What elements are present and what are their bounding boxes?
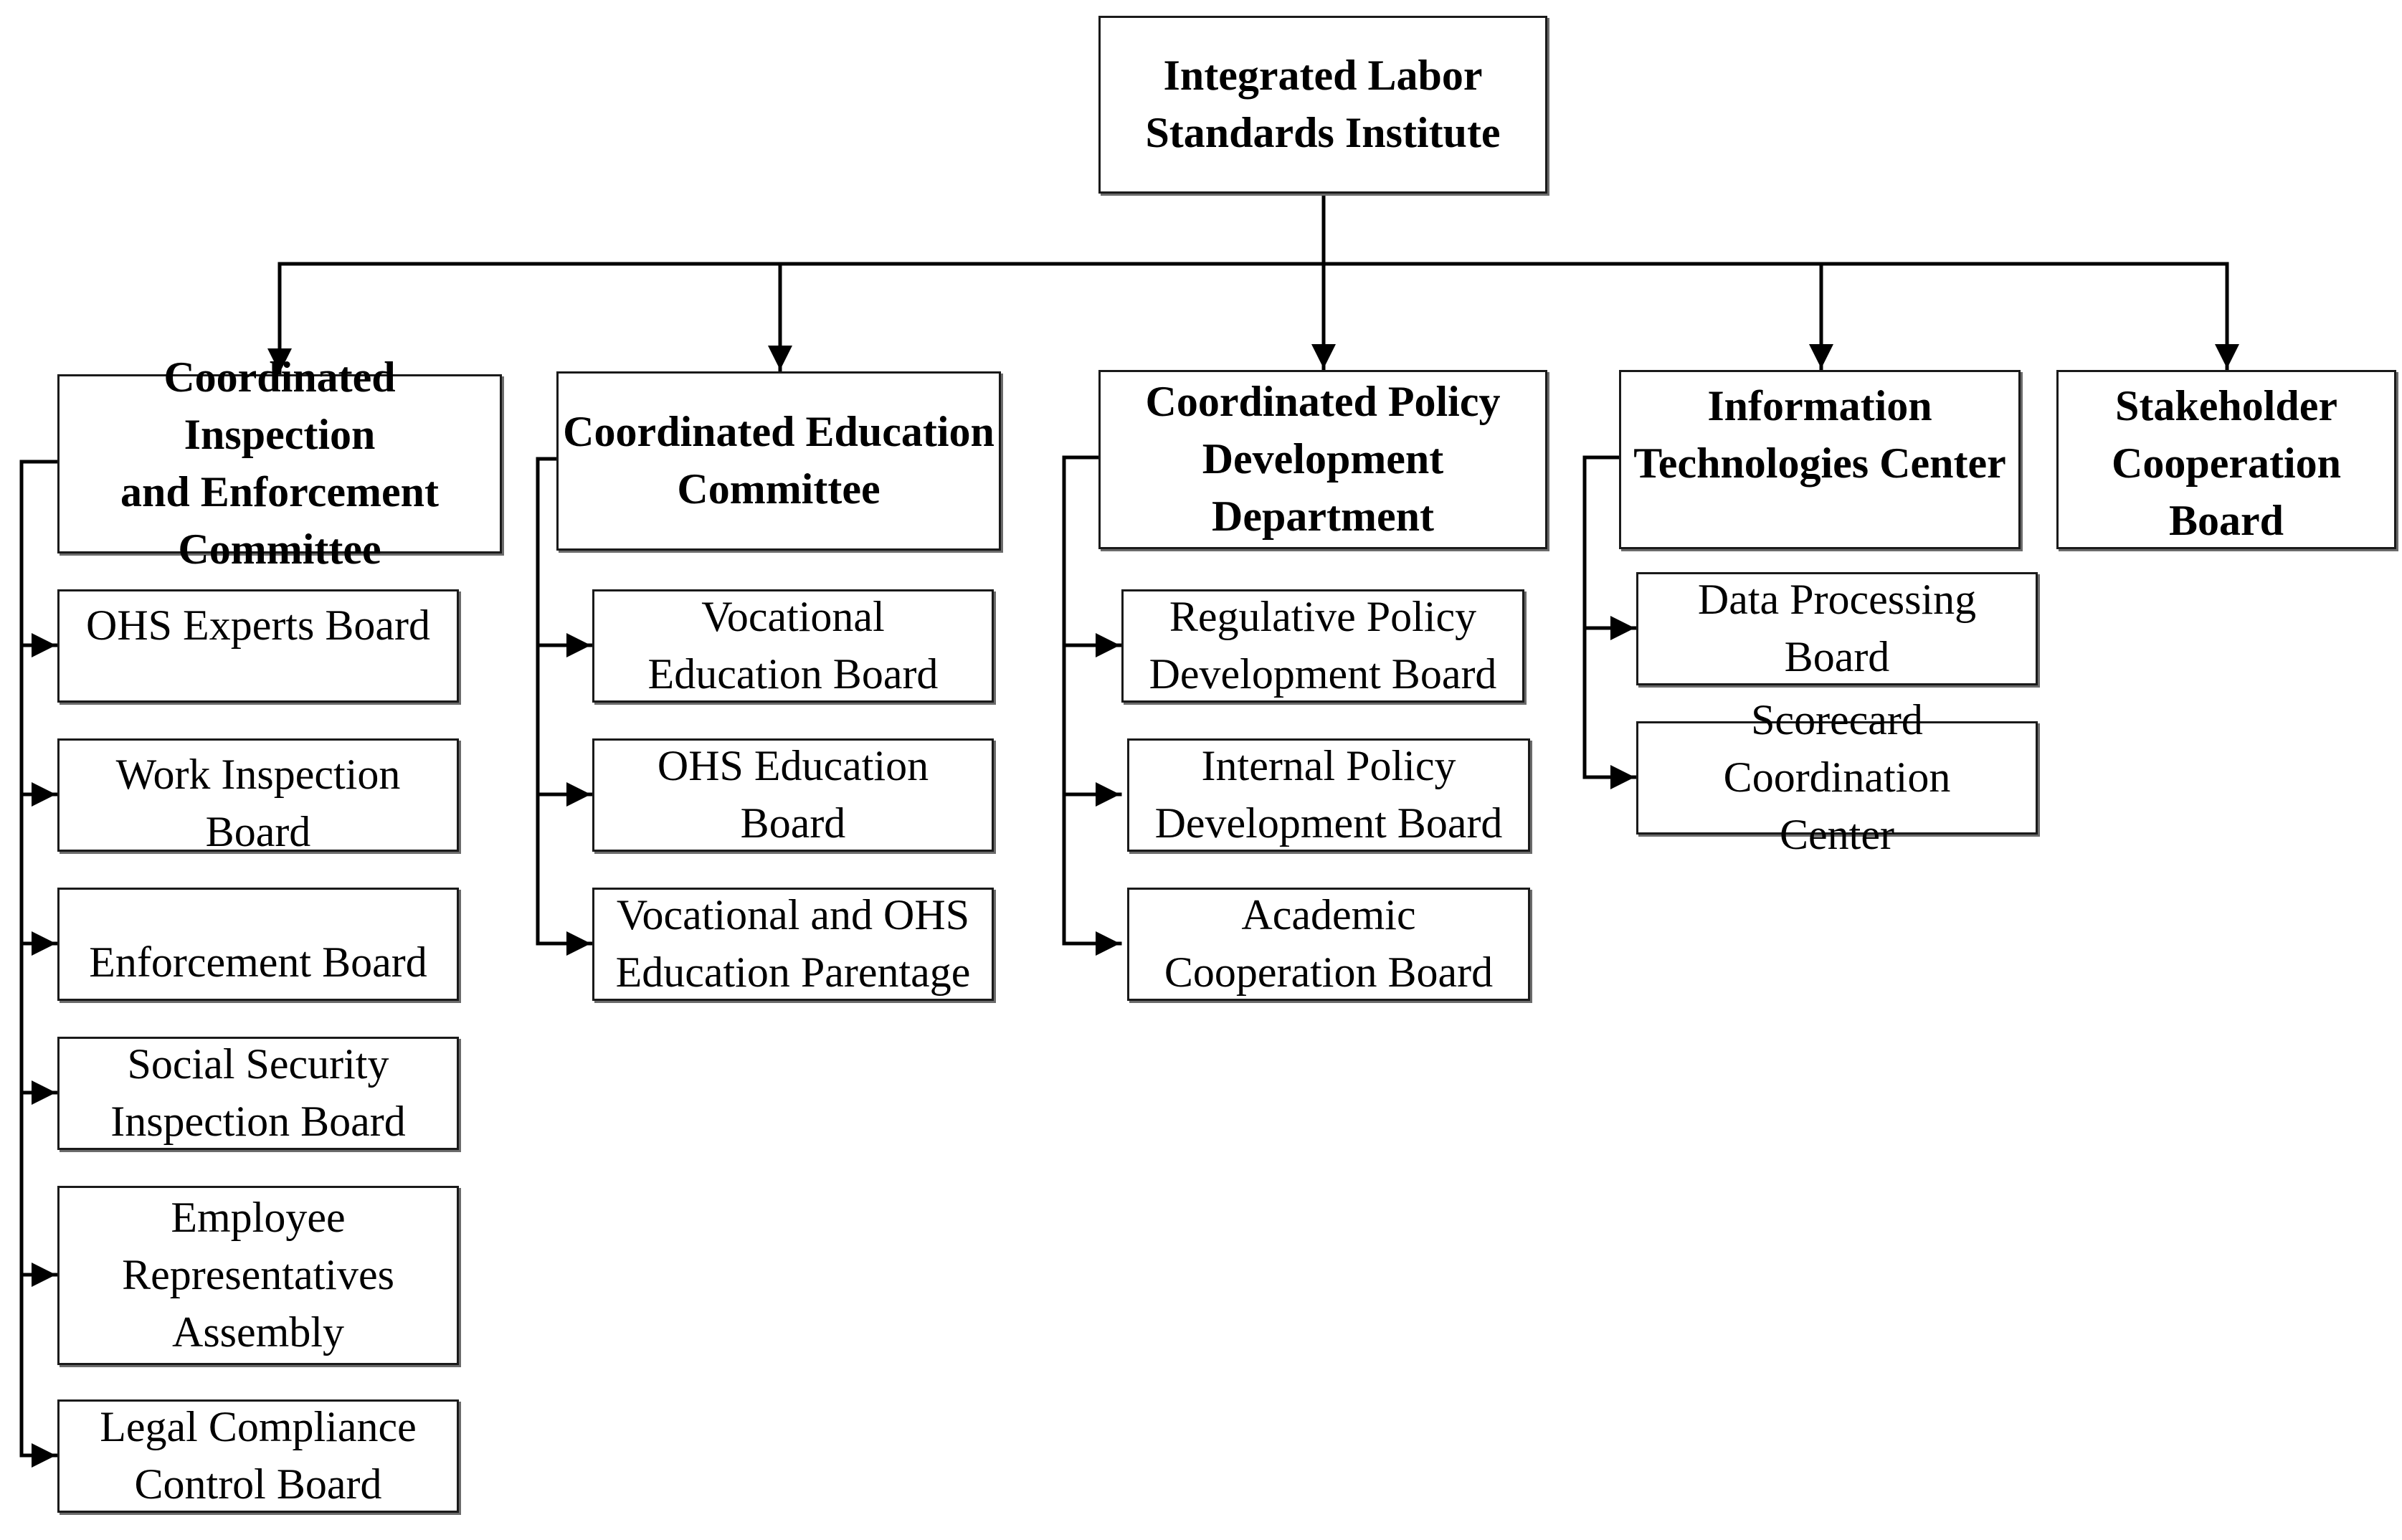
sub-node-academic-cooperation: Academic Cooperation Board (1127, 888, 1530, 1001)
sub-node-legal-compliance: Legal Compliance Control Board (57, 1399, 459, 1513)
dept-node-education: Coordinated Education Committee (556, 371, 1001, 551)
sub-node-enforcement: Enforcement Board (57, 888, 459, 1001)
sub-node-social-security: Social Security Inspection Board (57, 1037, 459, 1150)
sub-node-vocational-ohs-parentage: Vocational and OHS Education Parentage (592, 888, 994, 1001)
sub-node-internal-policy: Internal Policy Development Board (1127, 738, 1530, 852)
sub-node-ohs-experts: OHS Experts Board (57, 589, 459, 703)
sub-node-data-processing: Data Processing Board (1636, 572, 2038, 685)
sub-node-vocational-education: Vocational Education Board (592, 589, 994, 703)
sub-node-regulative-policy: Regulative Policy Development Board (1121, 589, 1524, 703)
dept-node-it: Information Technologies Center (1619, 370, 2021, 549)
dept-node-policy: Coordinated Policy Development Departmen… (1098, 370, 1547, 549)
sub-node-employee-reps: Employee Representatives Assembly (57, 1186, 459, 1365)
sub-node-ohs-education: OHS Education Board (592, 738, 994, 852)
sub-node-work-inspection: Work Inspection Board (57, 738, 459, 855)
sub-node-scorecard-coordination: Scorecard Coordination Center (1636, 696, 2038, 858)
dept-node-stakeholder: Stakeholder Cooperation Board (2056, 370, 2396, 549)
dept-node-inspection: Coordinated Inspection and Enforcement C… (57, 353, 502, 573)
root-node: Integrated Labor Standards Institute (1098, 16, 1547, 194)
